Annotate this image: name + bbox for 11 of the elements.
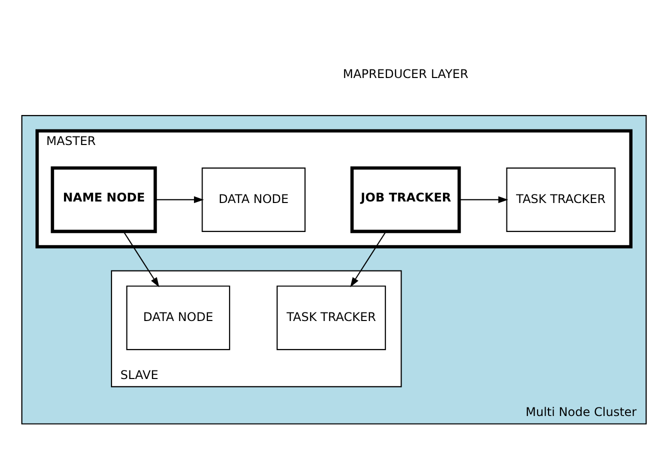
node-box: TASK TRACKER xyxy=(276,285,386,350)
node-box: JOB TRACKER xyxy=(350,166,461,233)
arrow xyxy=(459,196,508,203)
label: MAPREDUCER LAYER xyxy=(342,66,468,81)
arrow xyxy=(123,230,160,287)
node-box: NAME NODE xyxy=(50,166,157,233)
node-box: TASK TRACKER xyxy=(506,166,616,232)
node-box: DATA NODE xyxy=(126,285,230,350)
arrow xyxy=(155,196,204,203)
node-box: DATA NODE xyxy=(202,166,306,232)
arrow xyxy=(350,230,386,287)
